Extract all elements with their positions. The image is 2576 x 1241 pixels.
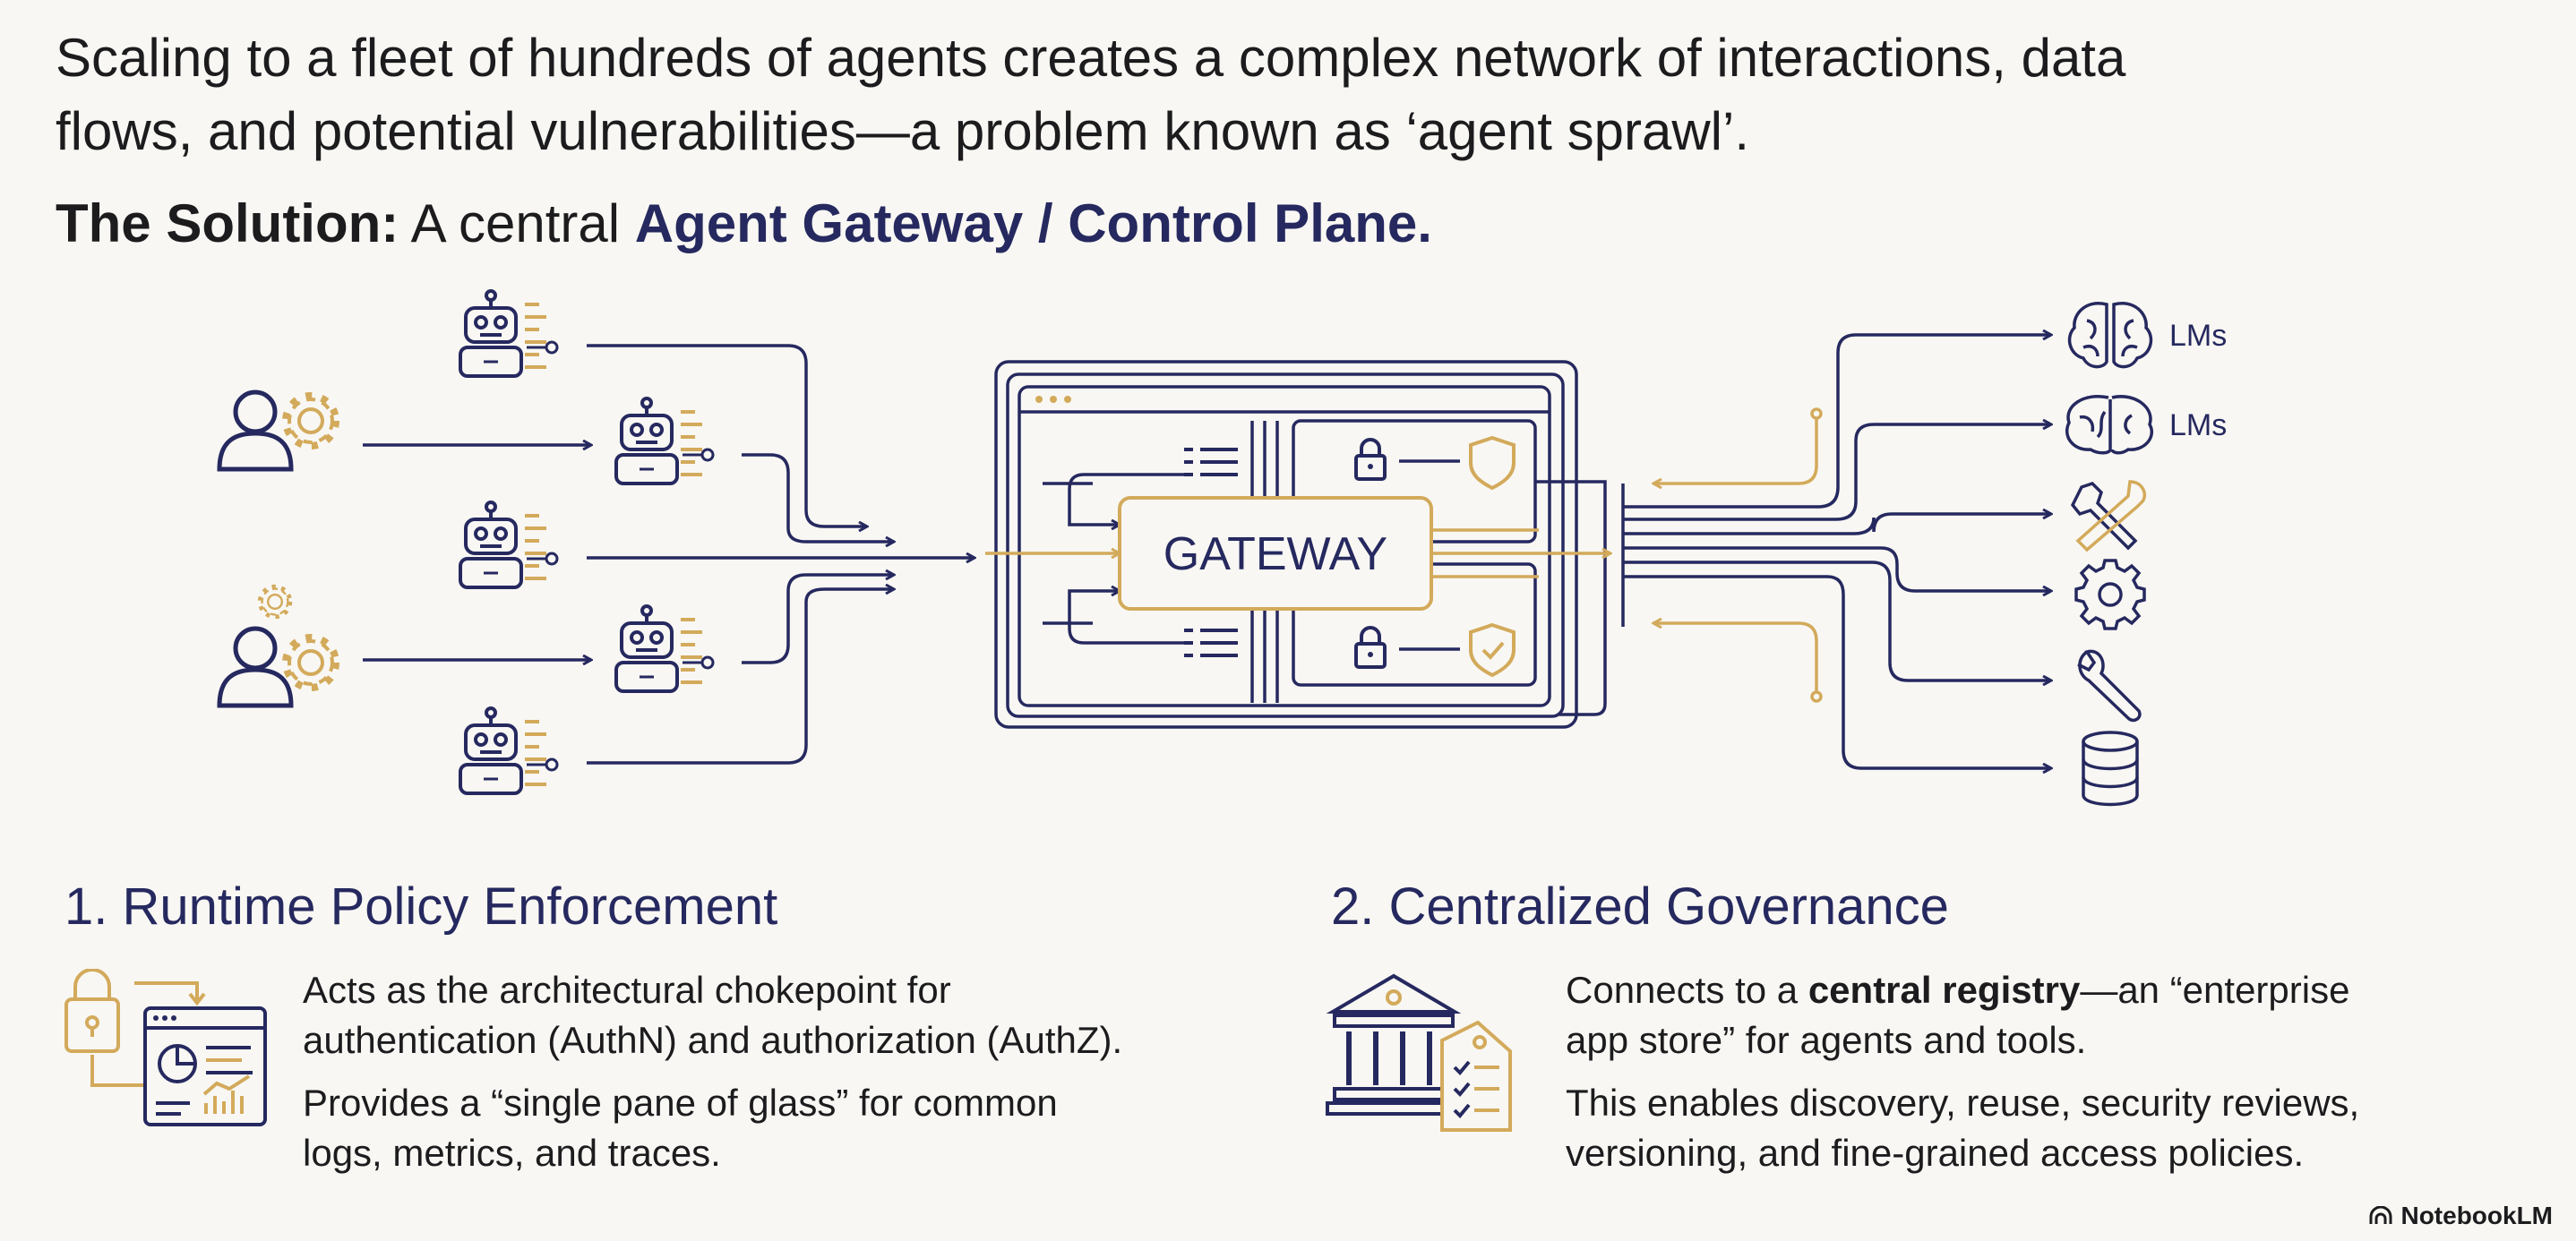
list-lines-icon (1182, 629, 1240, 657)
intro-text: Scaling to a fleet of hundreds of agents… (56, 21, 2474, 168)
section2-p1-bold: central registry (1807, 969, 2081, 1011)
notebooklm-logo-icon (2369, 1206, 2392, 1224)
brain-icon (2067, 301, 2153, 369)
section2-p1-pre: Connects to a (1566, 969, 1808, 1011)
gateway-inner-links (1068, 459, 1460, 651)
section1-p2-line2: logs, metrics, and traces. (303, 1132, 721, 1174)
section2-p2-line1: This enables discovery, reuse, security … (1566, 1082, 2360, 1124)
section1-p1-line1: Acts as the architectural chokepoint for (303, 969, 951, 1011)
outbound-connectors (1621, 335, 2051, 768)
section1-p2-line1: Provides a “single pane of glass” for co… (303, 1082, 1058, 1124)
solution-middle: A central (399, 193, 635, 253)
shield-check-icon (1469, 623, 1516, 677)
section1-paragraph-1: Acts as the architectural chokepoint for… (303, 965, 1122, 1066)
badge-label: NotebookLM (2400, 1202, 2553, 1229)
agent-robot-icon (614, 604, 715, 693)
section1-paragraph-2: Provides a “single pane of glass” for co… (303, 1078, 1058, 1178)
agent-robot-icon (459, 501, 559, 589)
gear-icon (2074, 559, 2146, 630)
notebooklm-badge: NotebookLM (2368, 1200, 2553, 1232)
gateway-label: GATEWAY (1163, 528, 1387, 580)
agent-robot-icon (459, 289, 559, 378)
database-icon (2082, 731, 2139, 807)
policy-dashboard-icon (64, 969, 267, 1126)
wrench-icon (2077, 649, 2142, 723)
inbound-connectors (363, 344, 975, 765)
user-gear-icon (219, 392, 336, 469)
section2-p2-line2: versioning, and fine-grained access poli… (1566, 1132, 2305, 1174)
section2-paragraph-1: Connects to a central registry—an “enter… (1566, 965, 2349, 1066)
brain-icon (2065, 395, 2153, 455)
section2-p1-line2: app store” for agents and tools. (1566, 1019, 2087, 1061)
section2-p1-post: —an “enterprise (2080, 969, 2350, 1011)
solution-lead: The Solution: (56, 193, 399, 253)
return-connectors (1653, 407, 1823, 703)
solution-accent: Agent Gateway / Control Plane. (634, 193, 1432, 253)
section2-p1-line1: Connects to a central registry—an “enter… (1566, 965, 2349, 1015)
section-title-centralized-governance: 2. Centralized Governance (1331, 877, 1949, 936)
agent-robot-icon (614, 397, 715, 485)
gateway-diagram: GATEWAY LMs LMs (0, 289, 2227, 807)
lock-icon (1354, 438, 1387, 481)
destination-label: LMs (2169, 319, 2227, 353)
section2-paragraph-2: This enables discovery, reuse, security … (1566, 1078, 2359, 1178)
solution-heading: The Solution: A central Agent Gateway / … (56, 188, 1432, 260)
destination-label: LMs (2169, 408, 2227, 442)
section-title-runtime-policy: 1. Runtime Policy Enforcement (64, 877, 778, 936)
user-gear-icon (219, 586, 336, 706)
gateway-flow-lines (985, 528, 1610, 578)
registry-building-icon (1326, 973, 1512, 1132)
shield-icon (1469, 436, 1516, 490)
list-lines-icon (1182, 448, 1240, 476)
section1-p1-line2: authentication (AuthN) and authorization… (303, 1019, 1123, 1061)
lock-icon (1354, 626, 1387, 669)
agent-robot-icon (459, 706, 559, 795)
intro-line-2: flows, and potential vulnerabilities—a p… (56, 101, 1749, 161)
intro-line-1: Scaling to a fleet of hundreds of agents… (56, 28, 2126, 88)
tools-icon (2070, 480, 2147, 552)
